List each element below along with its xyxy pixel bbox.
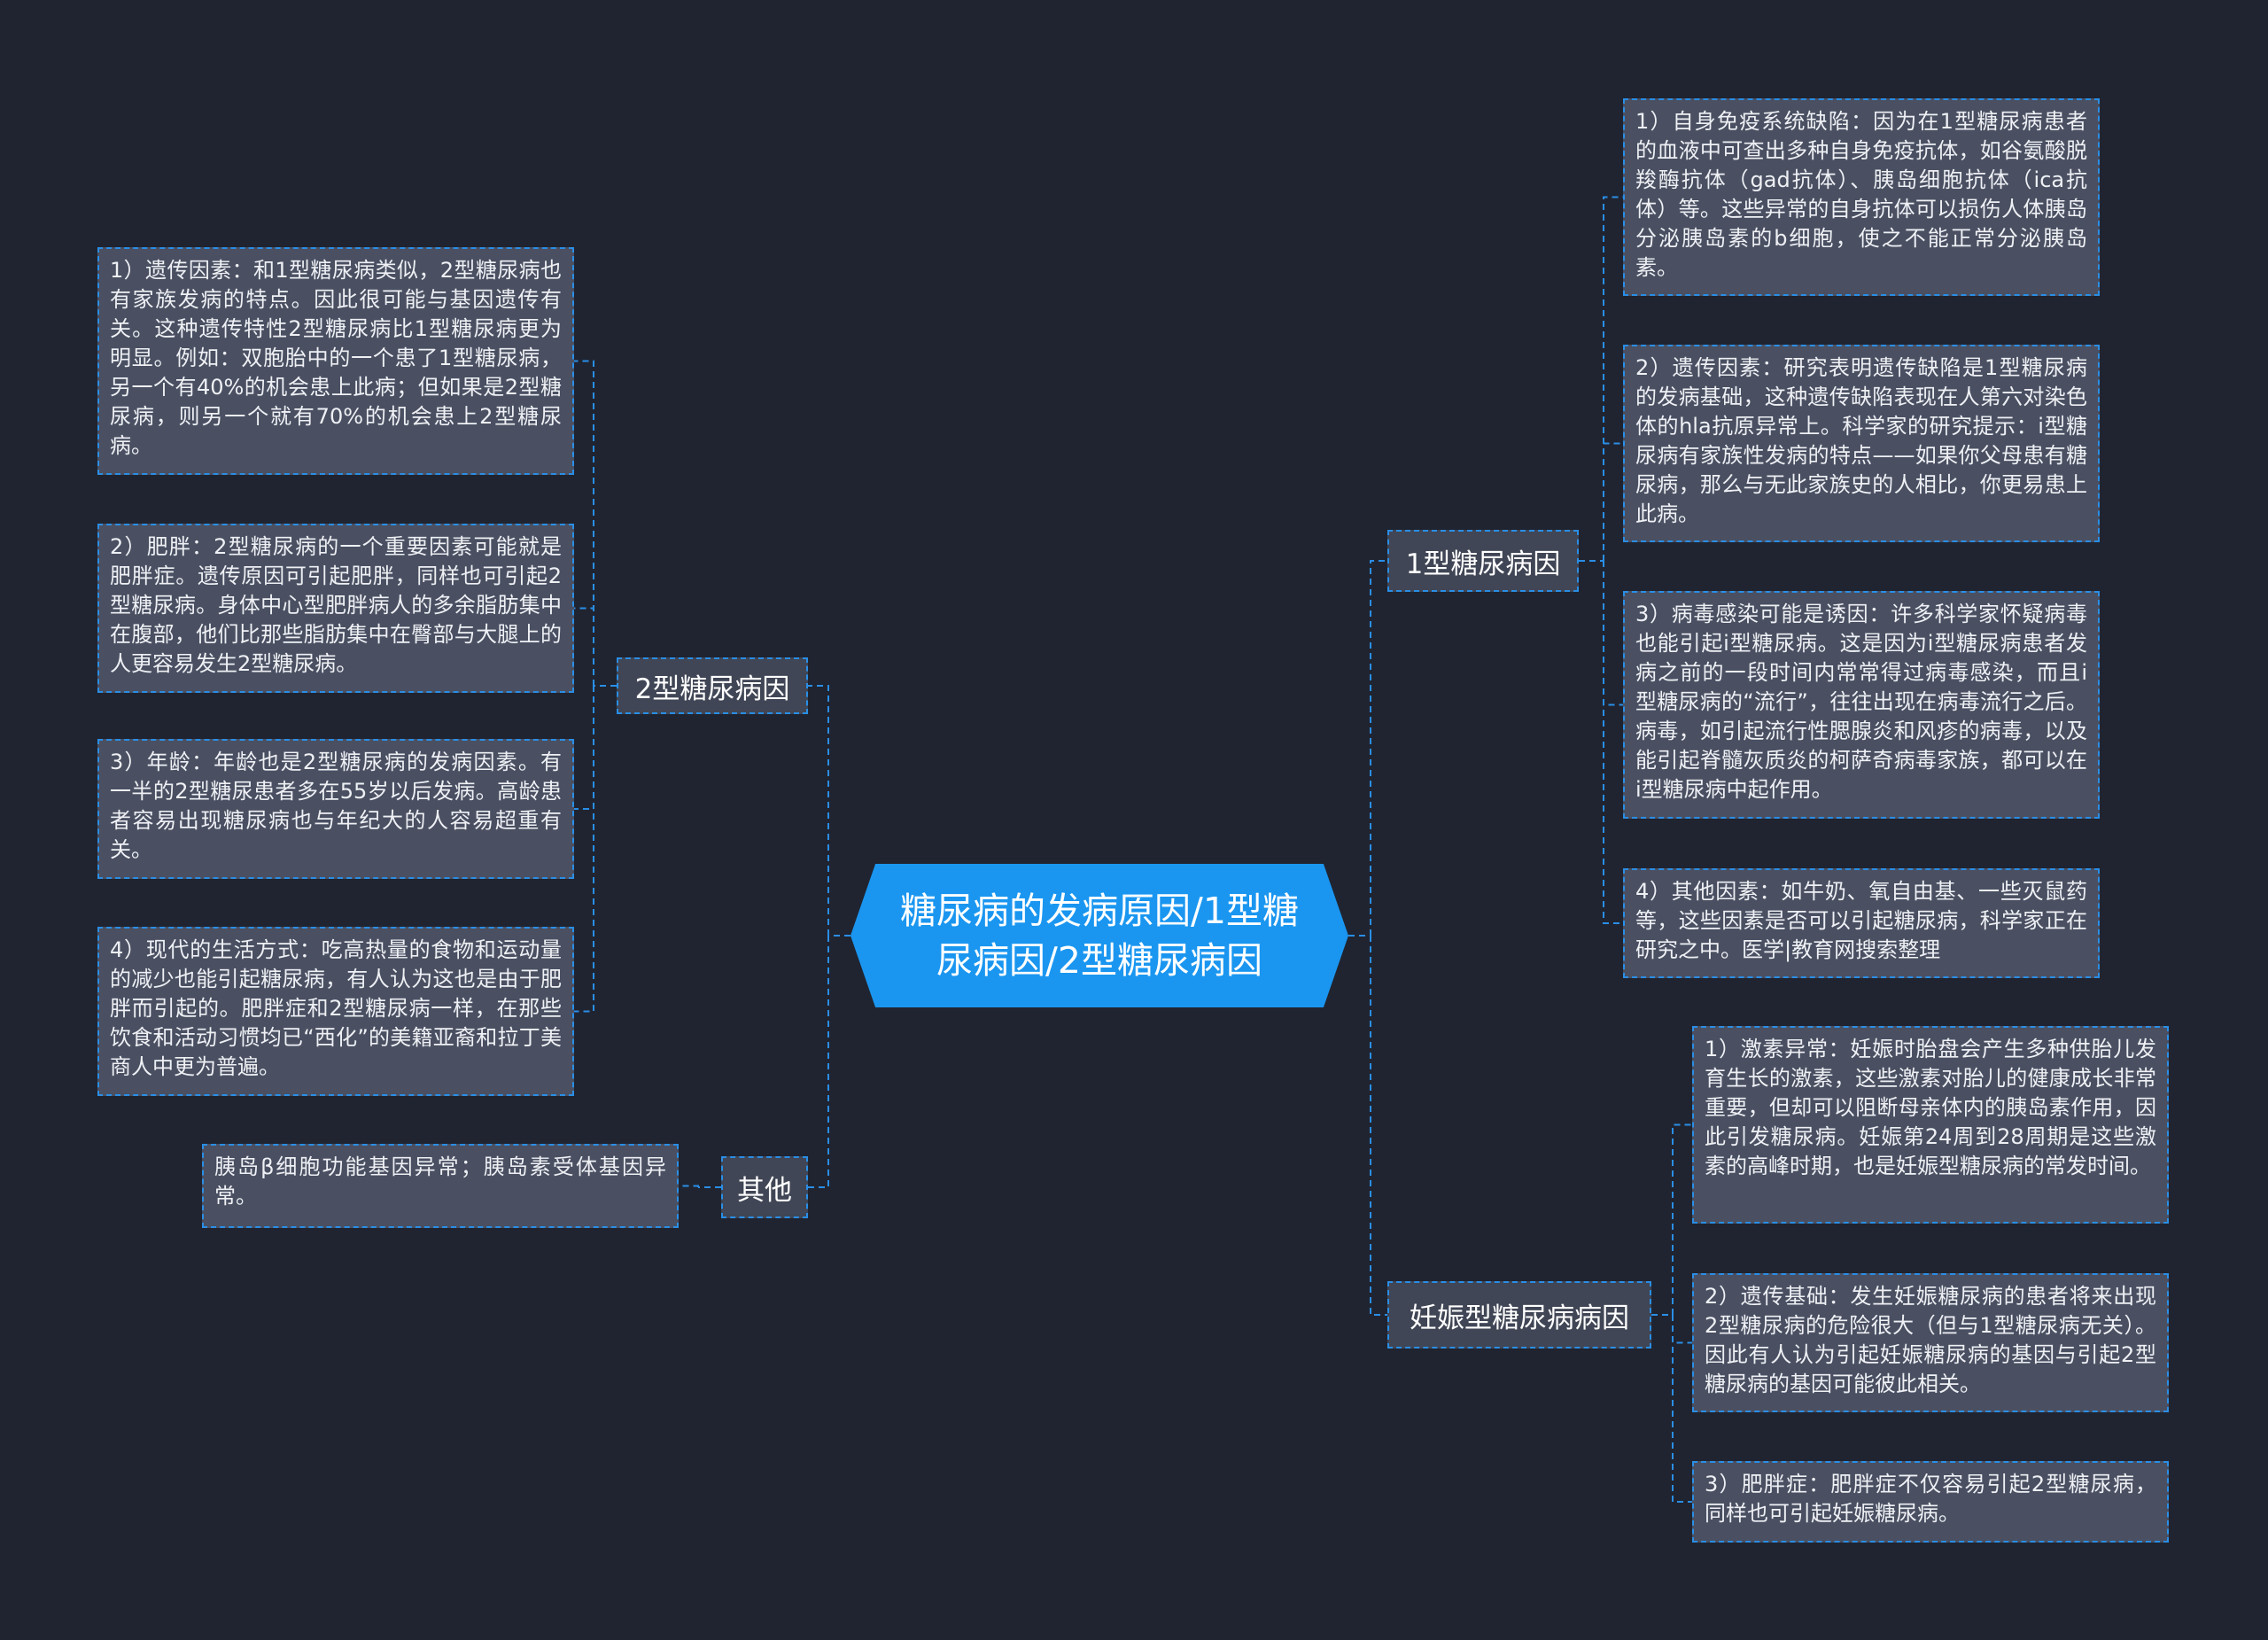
connector-17	[1603, 561, 1623, 706]
type2-item-1-text: 1）遗传因素：和1型糖尿病类似，2型糖尿病也有家族发病的特点。因此很可能与基因遗…	[110, 258, 562, 458]
connector-6	[1370, 936, 1387, 1316]
connector-22	[1672, 1315, 1692, 1503]
gestational-item-2[interactable]: 2）遗传基础：发生妊娠糖尿病的患者将来出现2型糖尿病的危险很大（但与1型糖尿病无…	[1692, 1273, 2169, 1412]
connector-13	[679, 1185, 699, 1187]
connector-16	[1603, 442, 1623, 561]
type1-item-2-text: 2）遗传因素：研究表明遗传缺陷是1型糖尿病的发病基础，这种遗传缺陷表现在人第六对…	[1635, 355, 2087, 526]
type1-item-1[interactable]: 1）自身免疫系统缺陷：因为在1型糖尿病患者的血液中可查出多种自身免疫抗体，如谷氨…	[1623, 98, 2100, 296]
type2-item-3-text: 3）年龄：年龄也是2型糖尿病的发病因素。有一半的2型糖尿患者多在55岁以后发病。…	[110, 750, 562, 862]
connector-18	[1603, 561, 1623, 924]
topic-type1-label: 1型糖尿病因	[1405, 548, 1561, 580]
topic-gestational[interactable]: 妊娠型糖尿病病因	[1387, 1281, 1651, 1349]
root-topic[interactable]: 糖尿病的发病原因/1型糖尿病因/2型糖尿病因	[850, 864, 1348, 1007]
topic-gestational-label: 妊娠型糖尿病病因	[1410, 1302, 1629, 1334]
type1-item-3-text: 3）病毒感染可能是诱因：许多科学家怀疑病毒也能引起i型糖尿病。这是因为i型糖尿病…	[1635, 602, 2087, 802]
gestational-item-1[interactable]: 1）激素异常：妊娠时胎盘会产生多种供胎儿发育生长的激素，这些激素对胎儿的健康成长…	[1692, 1026, 2169, 1224]
connector-20	[1672, 1123, 1692, 1315]
other-item-1[interactable]: 胰岛β细胞功能基因异常；胰岛素受体基因异常。	[202, 1144, 679, 1228]
type2-item-4-text: 4）现代的生活方式：吃高热量的食物和运动量的减少也能引起糖尿病，有人认为这也是由…	[110, 937, 562, 1079]
type1-item-3[interactable]: 3）病毒感染可能是诱因：许多科学家怀疑病毒也能引起i型糖尿病。这是因为i型糖尿病…	[1623, 591, 2100, 819]
connector-2	[808, 685, 829, 936]
gestational-item-3-text: 3）肥胖症：肥胖症不仅容易引起2型糖尿病，同样也可引起妊娠糖尿病。	[1705, 1472, 2156, 1526]
type2-item-4[interactable]: 4）现代的生活方式：吃高热量的食物和运动量的减少也能引起糖尿病，有人认为这也是由…	[97, 927, 574, 1096]
type2-item-1[interactable]: 1）遗传因素：和1型糖尿病类似，2型糖尿病也有家族发病的特点。因此很可能与基因遗…	[97, 247, 574, 475]
topic-type1[interactable]: 1型糖尿病因	[1387, 530, 1579, 592]
type1-item-1-text: 1）自身免疫系统缺陷：因为在1型糖尿病患者的血液中可查出多种自身免疫抗体，如谷氨…	[1635, 109, 2087, 280]
type2-item-3[interactable]: 3）年龄：年龄也是2型糖尿病的发病因素。有一半的2型糖尿患者多在55岁以后发病。…	[97, 739, 574, 879]
topic-other-label: 其他	[737, 1174, 792, 1207]
connector-11	[574, 686, 594, 1013]
connector-10	[574, 686, 594, 810]
gestational-item-3[interactable]: 3）肥胖症：肥胖症不仅容易引起2型糖尿病，同样也可引起妊娠糖尿病。	[1692, 1461, 2169, 1543]
type2-item-2[interactable]: 2）肥胖：2型糖尿病的一个重要因素可能就是肥胖症。遗传原因可引起肥胖，同样也可引…	[97, 524, 574, 693]
topic-other[interactable]: 其他	[721, 1156, 808, 1218]
connector-15	[1603, 196, 1623, 561]
root-topic-label: 糖尿病的发病原因/1型糖尿病因/2型糖尿病因	[900, 890, 1299, 982]
connector-3	[808, 936, 829, 1188]
type1-item-2[interactable]: 2）遗传因素：研究表明遗传缺陷是1型糖尿病的发病基础，这种遗传缺陷表现在人第六对…	[1623, 345, 2100, 542]
type1-item-4-text: 4）其他因素：如牛奶、氧自由基、一些灭鼠药等，这些因素是否可以引起糖尿病，科学家…	[1635, 879, 2087, 962]
other-item-1-text: 胰岛β细胞功能基因异常；胰岛素受体基因异常。	[214, 1154, 666, 1209]
connector-5	[1370, 560, 1387, 936]
gestational-item-2-text: 2）遗传基础：发生妊娠糖尿病的患者将来出现2型糖尿病的危险很大（但与1型糖尿病无…	[1705, 1284, 2156, 1396]
type2-item-2-text: 2）肥胖：2型糖尿病的一个重要因素可能就是肥胖症。遗传原因可引起肥胖，同样也可引…	[110, 534, 562, 676]
connector-21	[1672, 1315, 1692, 1344]
topic-type2[interactable]: 2型糖尿病因	[617, 657, 808, 714]
connector-8	[574, 360, 594, 686]
type1-item-4[interactable]: 4）其他因素：如牛奶、氧自由基、一些灭鼠药等，这些因素是否可以引起糖尿病，科学家…	[1623, 868, 2100, 978]
topic-type2-label: 2型糖尿病因	[634, 672, 790, 705]
gestational-item-1-text: 1）激素异常：妊娠时胎盘会产生多种供胎儿发育生长的激素，这些激素对胎儿的健康成长…	[1705, 1037, 2156, 1178]
connector-9	[574, 607, 594, 686]
